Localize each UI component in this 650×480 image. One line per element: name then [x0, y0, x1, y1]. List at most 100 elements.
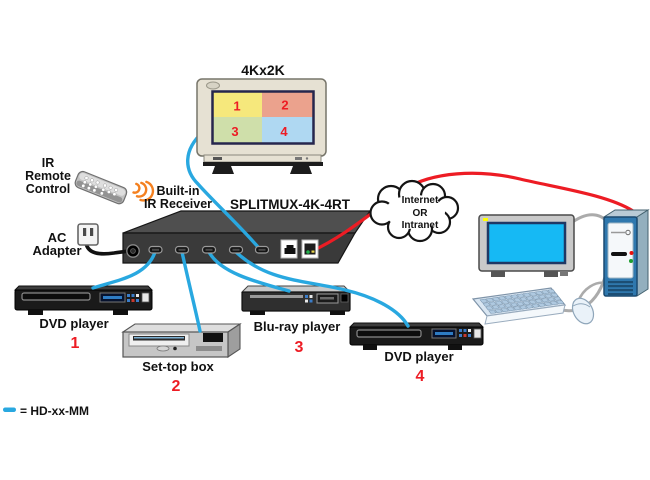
splitmux-label: SPLITMUX-4K-4RT [230, 197, 351, 212]
ir-remote-label-line2: Remote [25, 169, 71, 183]
keyboard-key [512, 306, 522, 311]
hdmi-port-row [148, 245, 270, 254]
cloud-label-line2: OR [413, 208, 429, 219]
splitmux-device [122, 210, 372, 264]
keyboard-key [506, 307, 516, 312]
keyboard-key [544, 293, 553, 298]
ir-receiver-label-line1: Built-in [156, 184, 199, 198]
keyboard-key [519, 305, 528, 310]
keyboard-key [525, 304, 534, 309]
keyboard-key [500, 307, 509, 313]
ir-remote-label-line1: IR [42, 156, 55, 170]
stb-display [203, 333, 223, 342]
disc-slot [250, 295, 303, 298]
monitor-title-label: 4Kx2K [241, 62, 285, 78]
ir-remote-device [74, 170, 128, 205]
keyboard-key [504, 295, 513, 300]
drive-bay-2 [611, 252, 627, 256]
keyboard-key [510, 302, 519, 307]
keyboard-key [553, 296, 562, 301]
rj45-port-ethernet [301, 239, 319, 259]
ac-adapter-label-line1: AC [48, 230, 67, 245]
keyboard-key [546, 297, 556, 302]
keyboard-key [503, 303, 513, 308]
computer-tower [602, 209, 650, 297]
quad-screen: 1 2 3 4 [211, 90, 315, 145]
quadrant-4 [262, 117, 313, 143]
splitmux-top-face [122, 210, 372, 234]
keyboard-keys [479, 289, 565, 314]
cable-source-2 [180, 250, 202, 333]
eject-button [156, 345, 170, 352]
hdmi-cables [91, 130, 410, 333]
keyboard-key [507, 298, 516, 304]
ac-plug-icon [77, 223, 99, 246]
legend-label: = HD-xx-MM [20, 404, 89, 418]
source-1-label: DVD player [39, 316, 108, 331]
keyboard-key [494, 308, 503, 313]
keyboard-key [485, 297, 495, 303]
keyboard-key [479, 298, 488, 303]
keyboard-key [500, 299, 510, 304]
keyboard-key [488, 301, 497, 306]
keyboard-key [540, 298, 550, 303]
keyboard-key [516, 293, 525, 298]
keyboard-key [535, 290, 544, 296]
ir-remote-label-line3: Control [26, 182, 70, 196]
cloud-label-line1: Internet [402, 195, 439, 206]
cable-source-3 [207, 250, 291, 293]
set-top-box-device [121, 322, 242, 359]
cable-monitor [186, 130, 260, 249]
quad-monitor: 1 2 3 4 [196, 78, 327, 174]
keyboard-key [525, 296, 534, 301]
mouse-buttons-line [572, 303, 591, 308]
tower-green-led [629, 259, 633, 263]
disc-tray [356, 329, 422, 338]
keyboard-key [534, 299, 543, 304]
power-led [483, 218, 488, 221]
keyboard-key [528, 299, 537, 305]
keyboard-key [531, 303, 540, 308]
keyboard-key [555, 300, 565, 305]
quadrant-3 [213, 117, 262, 143]
keyboard-key [547, 289, 556, 294]
cloud-label-line3: Intranet [402, 220, 439, 231]
splitmux-ports [126, 239, 319, 259]
computer-monitor [478, 214, 575, 277]
legend-cable-swatch [3, 407, 16, 412]
keyboard-key [510, 294, 519, 299]
keyboard-key [491, 297, 501, 302]
keyboard-key [543, 301, 552, 306]
source-1-number: 1 [71, 335, 80, 352]
quadrant-3-number: 3 [231, 124, 238, 139]
dvd-player-1-device [13, 285, 154, 315]
ac-power-cable [84, 241, 130, 256]
computer-screen [486, 221, 567, 265]
source-4-label: DVD player [384, 349, 453, 364]
quadrant-4-number: 4 [280, 124, 288, 139]
keyboard-key [494, 300, 504, 305]
legend: = HD-xx-MM [3, 404, 89, 418]
source-2-label: Set-top box [142, 359, 214, 374]
computer-mouse [571, 297, 595, 325]
source-3-label: Blu-ray player [254, 319, 341, 334]
keyboard-key [537, 294, 547, 299]
keyboard-key [513, 298, 522, 303]
keyboard-key [497, 304, 506, 309]
disc-tray [21, 292, 91, 301]
quadrant-1 [213, 92, 262, 117]
dvd-player-4-device [348, 322, 485, 350]
keyboard-key [531, 295, 541, 300]
cable-source-1 [91, 250, 157, 290]
source-4-number: 4 [416, 368, 425, 385]
keyboard-key [550, 292, 559, 297]
keyboard-key [519, 297, 528, 302]
tower-red-led [629, 251, 634, 255]
keyboard-key [498, 296, 507, 301]
keyboard-key [522, 300, 531, 305]
keyboard-key [516, 301, 525, 306]
remote-buttons [81, 176, 119, 197]
ir-receiver-label-line2: IR Receiver [144, 197, 212, 211]
